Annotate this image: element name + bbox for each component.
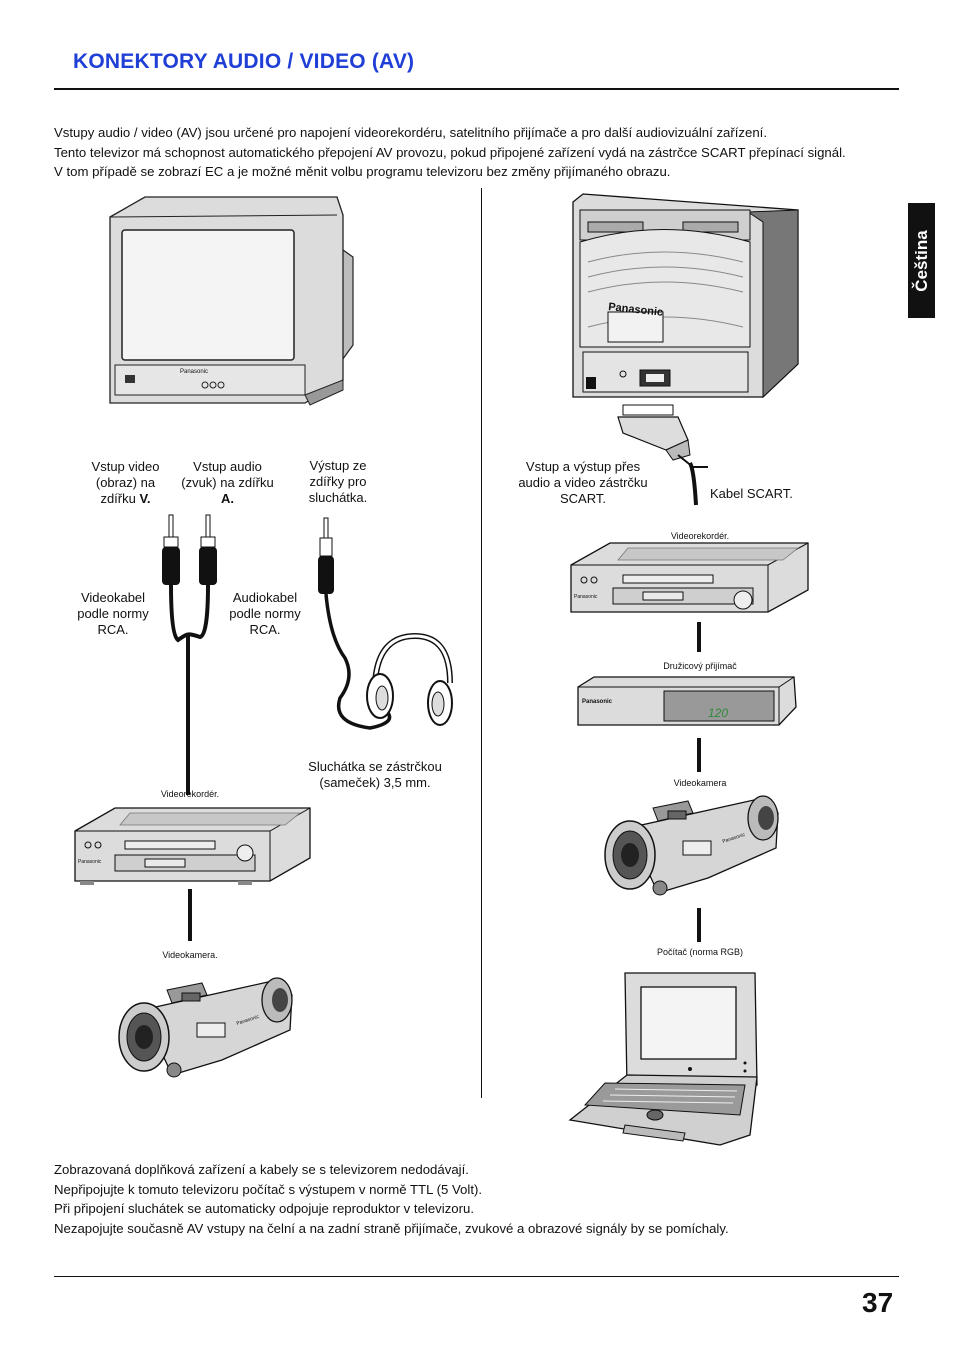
intro-line: Tento televizor má schopnost automatické… xyxy=(54,144,846,160)
satellite-display-text: 120 xyxy=(708,706,728,720)
column-divider xyxy=(481,188,482,1098)
laptop-illustration xyxy=(568,972,758,1146)
vcr-camcorder-cable-left xyxy=(188,889,192,941)
page-title: KONEKTORY AUDIO / VIDEO (AV) xyxy=(73,50,415,73)
headphone-output-label: Výstup ze zdířky pro sluchátka. xyxy=(308,458,368,505)
intro-line: V tom případě se zobrazí EC a je možné m… xyxy=(54,164,671,179)
camcorder-computer-cable-right xyxy=(697,908,701,942)
camcorder-right-label: Videokamera xyxy=(673,778,727,788)
camcorder-right-illustration: Panasonic xyxy=(604,795,779,896)
page-number: 37 xyxy=(862,1287,894,1318)
tv-brand-text: Panasonic xyxy=(180,369,208,375)
vcr-sat-cable-right xyxy=(697,622,701,652)
language-tab: Čeština xyxy=(908,203,935,318)
vcr-right-brand-text: Panasonic xyxy=(574,594,598,600)
vcr-left-brand-text: Panasonic xyxy=(78,859,102,865)
note-line: Zobrazovaná doplňková zařízení a kabely … xyxy=(54,1162,469,1177)
note-line: Nezapojujte současně AV vstupy na čelní … xyxy=(54,1220,729,1236)
satellite-label: Družicový přijímač xyxy=(663,661,737,671)
vcr-left-label: Videorekordér. xyxy=(160,789,220,799)
satellite-brand-text: Panasonic xyxy=(582,699,613,705)
language-tab-label: Čeština xyxy=(911,229,931,292)
camcorder-left-label: Videokamera. xyxy=(162,950,218,960)
intro-text: Vstupy audio / video (AV) jsou určené pr… xyxy=(54,123,914,182)
scart-cable-label: Kabel SCART. xyxy=(710,486,793,501)
tv-front-illustration: Panasonic xyxy=(109,196,354,406)
scart-io-label: Vstup a výstup přes audio a video zástrč… xyxy=(518,459,648,506)
footer-rule xyxy=(54,1276,899,1277)
vcr-left-illustration: Panasonic xyxy=(74,807,311,885)
video-cable-label: Videokabel podle normy RCA. xyxy=(77,590,149,637)
note-line: Při připojení sluchátek se automaticky o… xyxy=(54,1201,475,1216)
audio-cable-label: Audiokabel podle normy RCA. xyxy=(229,590,301,637)
scart-plug-illustration xyxy=(617,404,708,506)
intro-line: Vstupy audio / video (AV) jsou určené pr… xyxy=(54,125,768,140)
vcr-right-label: Videorekordér. xyxy=(670,531,730,541)
computer-label: Počítač (norma RGB) xyxy=(656,947,744,957)
headphones-illustration xyxy=(318,517,453,730)
vcr-right-illustration: Panasonic xyxy=(570,542,809,613)
camcorder-left-illustration: Panasonic xyxy=(118,977,293,1078)
video-input-label: Vstup video (obraz) na zdířku V. xyxy=(91,459,160,506)
notes: Zobrazovaná doplňková zařízení a kabely … xyxy=(54,1160,904,1238)
note-line: Nepřipojujte k tomuto televizoru počítač… xyxy=(54,1181,483,1197)
headphones-label: Sluchátka se zástrčkou (sameček) 3,5 mm. xyxy=(308,759,442,790)
tv-rear-brand-text: Panasonic xyxy=(608,301,664,319)
rca-cables-illustration xyxy=(162,514,217,795)
tv-rear-illustration: Panasonic xyxy=(572,193,799,399)
header-rule xyxy=(54,88,899,90)
audio-input-label: Vstup audio (zvuk) na zdířku A. xyxy=(181,459,274,506)
sat-camcorder-cable-right xyxy=(697,738,701,772)
satellite-receiver-illustration: 120 Panasonic xyxy=(577,676,797,726)
